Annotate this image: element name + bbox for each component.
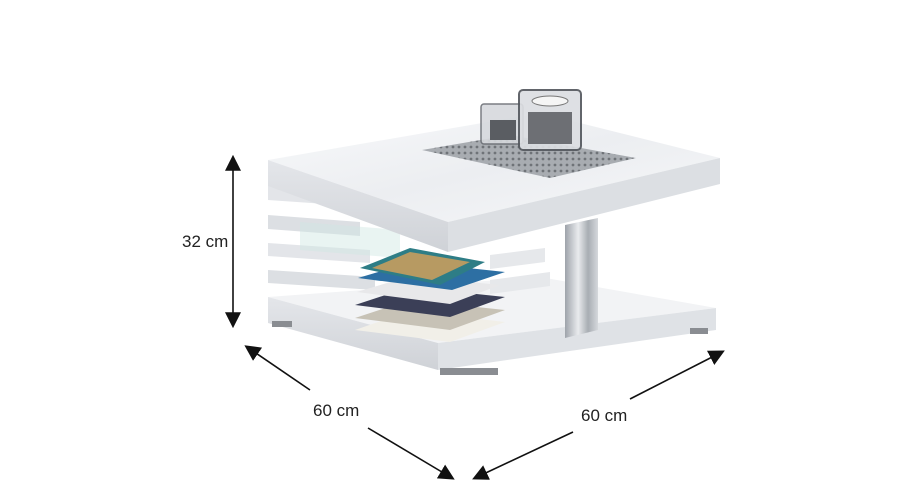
width-arrow-lower bbox=[472, 431, 574, 480]
book-stack bbox=[355, 248, 505, 342]
mesh-inlay bbox=[422, 135, 636, 178]
height-dimension-label: 32 cm bbox=[182, 232, 229, 251]
depth-dimension-label: 60 cm bbox=[313, 401, 360, 420]
depth-arrow-lower bbox=[367, 427, 455, 480]
width-arrow-upper bbox=[629, 350, 725, 400]
width-dimension-label: 60 cm bbox=[581, 406, 628, 425]
depth-arrow-upper bbox=[244, 345, 311, 391]
candle-holders bbox=[480, 89, 582, 151]
tabletop bbox=[268, 113, 720, 252]
chrome-column bbox=[565, 218, 598, 338]
